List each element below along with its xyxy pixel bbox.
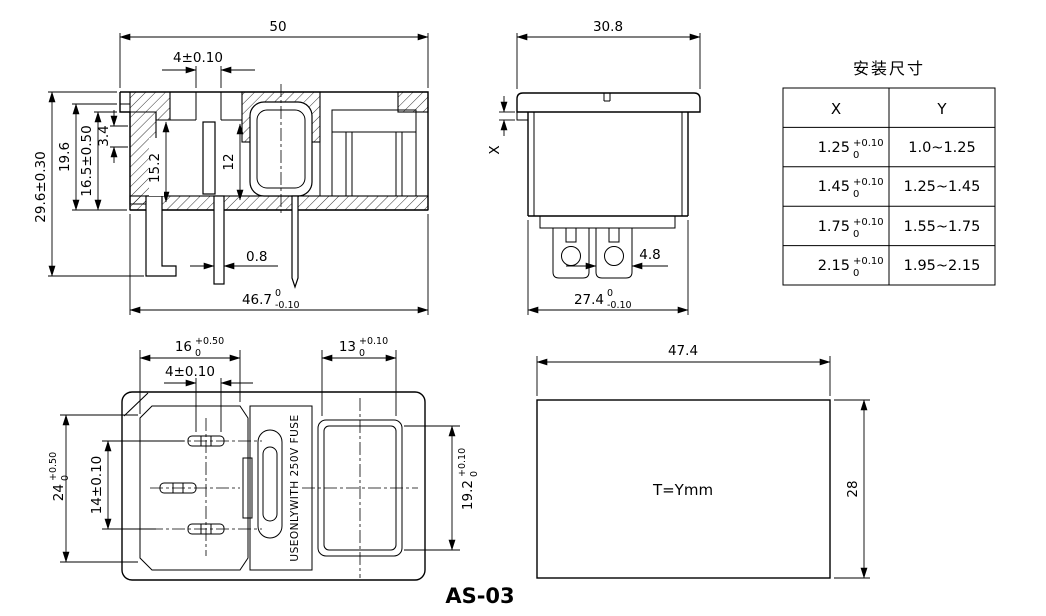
dim-switch-width: 13 — [339, 339, 356, 355]
dim-switch-height-lower-tol: 0 — [469, 471, 480, 477]
dim-inlet-width: 16 — [175, 339, 192, 355]
table-row: 1.25 +0.10 0 1.0~1.25 — [818, 138, 976, 161]
dim-side-h2: 16.5±0.50 — [79, 125, 95, 196]
dim-switch-width-upper-tol: +0.10 — [359, 336, 388, 347]
cell-x-sub: 0 — [853, 150, 859, 161]
dim-front-base-lower-tol: -0.10 — [607, 300, 632, 311]
cell-x-sub: 0 — [853, 268, 859, 279]
dim-front-width: 30.8 — [593, 19, 623, 35]
dim-inlet-height-main: 24 — [51, 484, 67, 501]
cell-y: 1.95~2.15 — [904, 258, 981, 274]
table-title: 安装尺寸 — [853, 59, 925, 78]
cell-x: 1.75 — [818, 219, 850, 235]
dim-side-h1: 19.6 — [57, 142, 73, 172]
cell-y: 1.55~1.75 — [904, 219, 981, 235]
dim-front-x: X — [487, 145, 503, 154]
panel-face-view: USEONLYWITH 250V FUSE 16 +0.50 0 4±0.10 … — [48, 336, 480, 581]
dim-side-base-upper-tol: 0 — [275, 288, 281, 299]
dim-inlet-width-upper-tol: +0.50 — [195, 336, 224, 347]
cell-x-sup: +0.10 — [853, 256, 884, 267]
dim-front-base-upper-tol: 0 — [607, 288, 613, 299]
fuse-warning-label: USEONLYWITH 250V FUSE — [289, 414, 301, 561]
dim-inlet-height-lower-tol: 0 — [60, 475, 71, 481]
cell-x-sup: +0.10 — [853, 217, 884, 228]
front-view: 30.8 X 4.8 27.4 0 -0.10 — [487, 19, 701, 315]
cell-x-sub: 0 — [853, 229, 859, 240]
dim-switch-width-lower-tol: 0 — [359, 348, 365, 359]
dim-inlet-height-upper-tol: +0.50 — [48, 452, 59, 481]
table-row: 2.15 +0.10 0 1.95~2.15 — [818, 256, 981, 279]
dim-side-h4: 15.2 — [147, 153, 163, 183]
cell-y: 1.0~1.25 — [908, 140, 976, 156]
table-row: 1.75 +0.10 0 1.55~1.75 — [818, 217, 981, 240]
cell-y: 1.25~1.45 — [904, 179, 981, 195]
side-section-view: 50 4±0.10 29.6±0.30 19.6 16.5±0.50 3.4 1… — [33, 19, 429, 315]
cell-x: 2.15 — [818, 258, 850, 274]
thickness-label: T=Ymm — [652, 481, 713, 499]
table-header-x: X — [831, 100, 841, 118]
dim-front-base: 27.4 — [574, 292, 604, 308]
dim-side-base: 46.7 — [242, 292, 272, 308]
dim-inlet-height: 24 +0.50 0 — [48, 452, 71, 501]
dim-switch-height-upper-tol: +0.10 — [457, 448, 468, 477]
dim-pin-width: 4±0.10 — [165, 364, 215, 380]
dim-depth-width: 47.4 — [668, 343, 698, 359]
depth-view: T=Ymm 47.4 28 — [536, 343, 870, 579]
dim-side-h3: 3.4 — [96, 125, 112, 146]
dim-inlet-width-lower-tol: 0 — [195, 348, 201, 359]
dim-side-base-lower-tol: -0.10 — [275, 300, 300, 311]
cell-x: 1.45 — [818, 179, 850, 195]
dim-side-h5: 12 — [221, 153, 237, 170]
dim-switch-height: 19.2 +0.10 0 — [457, 448, 480, 510]
drawing-title: AS-03 — [445, 584, 514, 608]
cell-x-sup: +0.10 — [853, 138, 884, 149]
cell-x: 1.25 — [818, 140, 850, 156]
cell-x-sup: +0.10 — [853, 177, 884, 188]
table-header-y: Y — [936, 100, 947, 118]
table-row: 1.45 +0.10 0 1.25~1.45 — [818, 177, 981, 200]
mounting-table: 安装尺寸 X Y 1.25 +0.10 0 1.0~1.25 1.45 +0.1… — [782, 59, 996, 286]
cell-x-sub: 0 — [853, 189, 859, 200]
dim-depth-height: 28 — [845, 480, 861, 497]
dim-side-width: 50 — [269, 19, 286, 35]
dim-side-pin-thickness: 0.8 — [246, 249, 267, 265]
dim-pin-pitch: 14±0.10 — [89, 456, 105, 515]
dim-switch-height-main: 19.2 — [460, 480, 476, 510]
dim-front-terminal: 4.8 — [639, 247, 660, 263]
dim-side-slot: 4±0.10 — [173, 50, 223, 66]
dim-side-height-overall: 29.6±0.30 — [33, 151, 49, 222]
